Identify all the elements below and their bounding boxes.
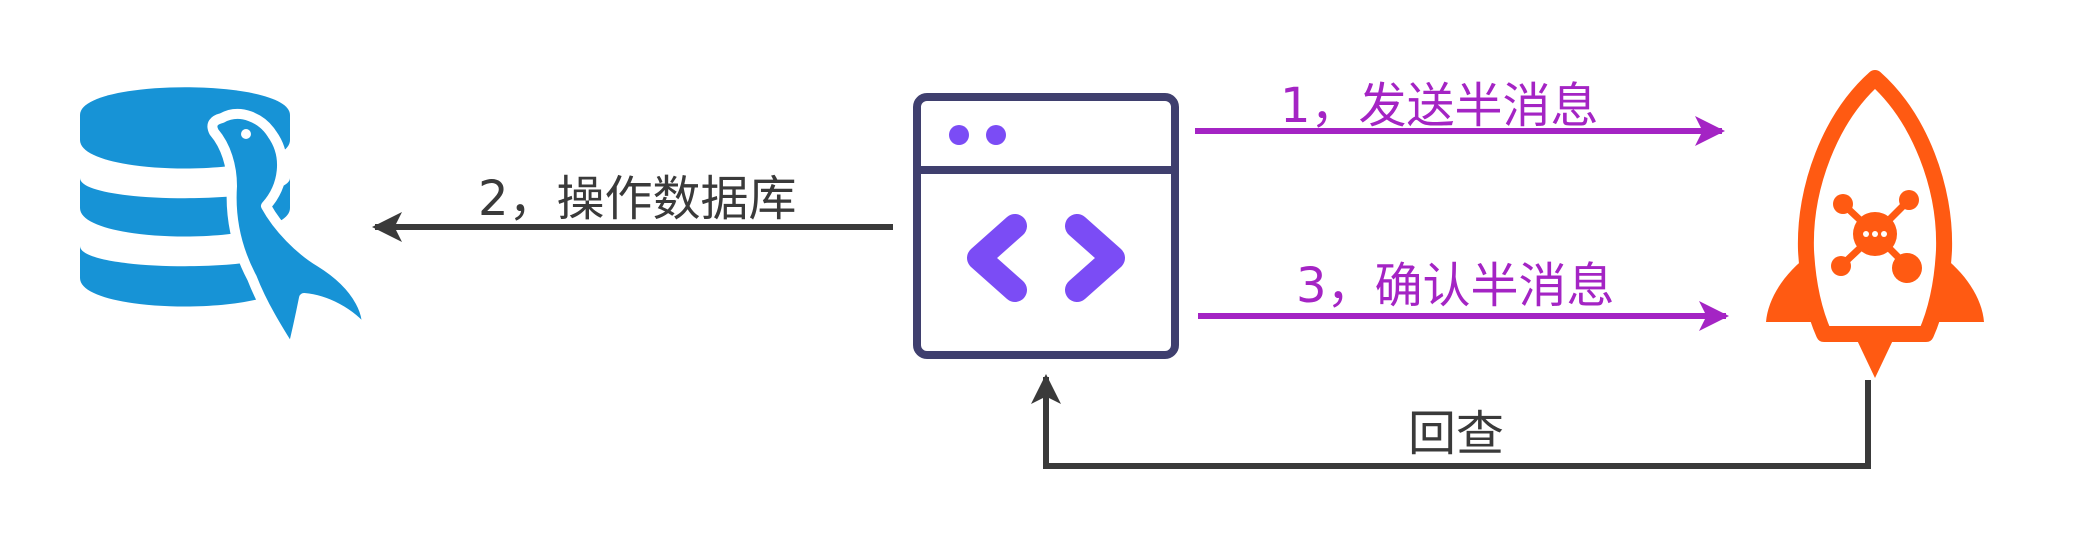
chevron-left-icon bbox=[967, 214, 1027, 302]
label-check-back: 回查 bbox=[1408, 406, 1504, 462]
dolphin-icon bbox=[207, 109, 372, 357]
label-operate-database: 2，操作数据库 bbox=[478, 171, 797, 227]
arrow-check-back bbox=[1031, 374, 1871, 469]
chevron-right-icon bbox=[1065, 214, 1125, 302]
mysql-database-icon bbox=[74, 87, 372, 357]
label-send-half-message: 1，发送半消息 bbox=[1280, 78, 1599, 134]
label-confirm-half-message: 3，确认半消息 bbox=[1296, 258, 1615, 314]
code-window-icon bbox=[913, 93, 1179, 359]
rocketmq-icon bbox=[1766, 70, 1984, 378]
